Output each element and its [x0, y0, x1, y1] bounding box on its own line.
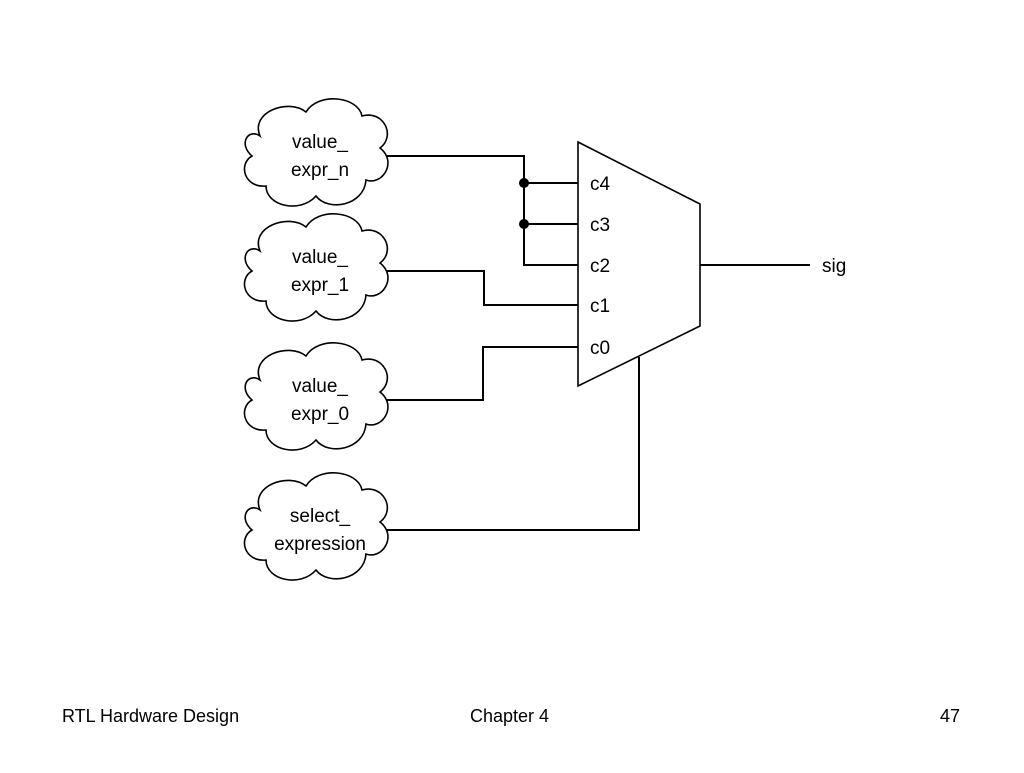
cloud-label-line2: expr_1: [291, 275, 349, 296]
multiplexer: [577, 140, 701, 388]
cloud-value-expr-n: value_ expr_n: [243, 98, 389, 207]
cloud-label-line1: select_: [290, 506, 351, 527]
wire-expr-n: [386, 155, 578, 266]
port-label-c0: c0: [590, 338, 610, 359]
cloud-label-line1: value_: [292, 376, 348, 397]
port-label-c3: c3: [590, 215, 610, 236]
footer-title: RTL Hardware Design: [62, 706, 240, 726]
cloud-label-line1: value_: [292, 132, 348, 153]
cloud-value-expr-1: value_ expr_1: [243, 213, 389, 322]
output-label: sig: [822, 256, 846, 277]
cloud-select-expression: select_ expression: [243, 472, 389, 581]
cloud-label-line2: expr_0: [291, 404, 349, 425]
port-label-c1: c1: [590, 296, 610, 317]
cloud-label-line2: expr_n: [291, 160, 349, 181]
port-label-c4: c4: [590, 174, 611, 195]
port-label-c2: c2: [590, 256, 610, 277]
cloud-label-line1: value_: [292, 247, 348, 268]
junction-dot: [519, 178, 529, 188]
wire-expr-1: [386, 270, 578, 306]
wire-select: [386, 357, 640, 531]
junction-dot: [519, 219, 529, 229]
wire-expr-0: [386, 346, 578, 401]
footer-page-number: 47: [940, 706, 961, 726]
cloud-value-expr-0: value_ expr_0: [243, 342, 389, 451]
footer-chapter: Chapter 4: [470, 706, 550, 726]
cloud-label-line2: expression: [274, 534, 366, 555]
